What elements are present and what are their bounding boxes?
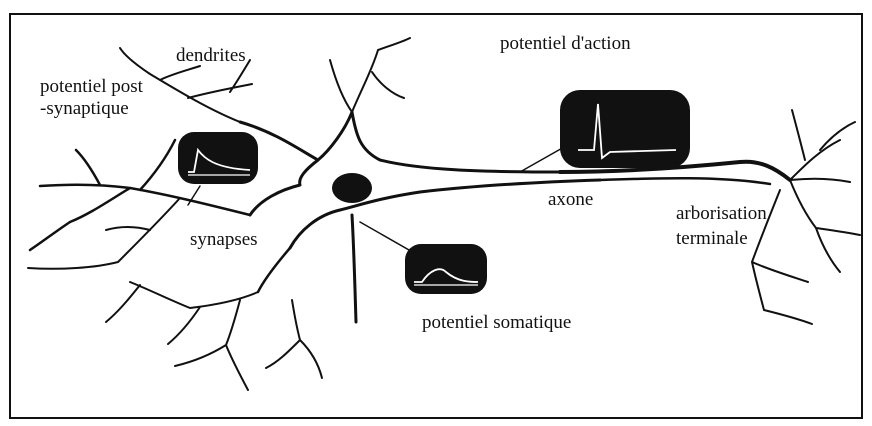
synapses-label: synapses <box>190 230 258 251</box>
soma-lower-process <box>352 215 356 322</box>
terminal-arborisation <box>752 110 860 324</box>
nucleus <box>332 173 372 203</box>
psp-label-line2: -synaptique <box>40 98 143 120</box>
soma-outline <box>240 112 600 248</box>
dendrite-lower <box>106 282 258 390</box>
dendrites-label: dendrites <box>176 46 246 67</box>
axon-path-lower <box>600 178 770 184</box>
terminal-arborisation-label: arborisation terminale <box>676 202 767 251</box>
arborisation-label-line1: arborisation <box>676 202 767 227</box>
action-potential-label: potentiel d'action <box>500 34 631 55</box>
arborisation-label-line2: terminale <box>676 227 767 252</box>
axon-label: axone <box>548 190 593 211</box>
action-potential-box <box>560 90 690 168</box>
dendrite-top <box>330 38 410 112</box>
psp-recording-box <box>178 132 258 184</box>
soma-lower-process-2 <box>258 248 290 292</box>
dendrite-left-2 <box>28 198 180 269</box>
psp-label-line1: potentiel post <box>40 76 143 98</box>
dendrite-lower-2 <box>266 300 322 378</box>
somatic-potential-label: potentiel somatique <box>422 313 571 334</box>
postsynaptic-potential-label: potentiel post -synaptique <box>40 76 143 120</box>
somatic-potential-box <box>405 244 487 294</box>
